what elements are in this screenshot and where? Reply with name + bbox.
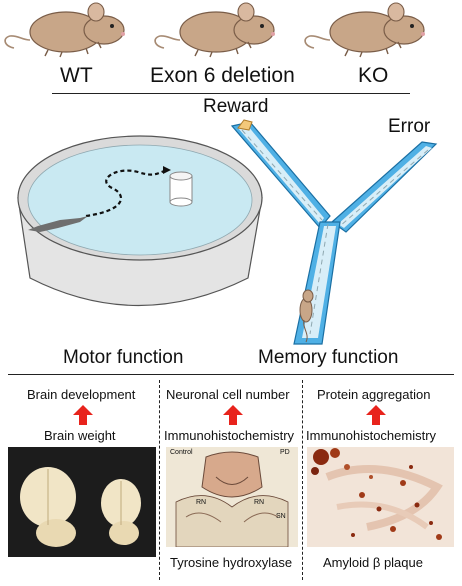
- caption-tyrosine-hydroxylase: Tyrosine hydroxylase: [170, 555, 293, 570]
- mouse-wt-icon: [4, 2, 125, 58]
- up-arrow-icon: [73, 405, 93, 425]
- mouse-figure: [4, 2, 125, 58]
- up-arrow-icon: [223, 405, 243, 425]
- top-divider: [52, 93, 410, 94]
- panel-method-ihc-1: Immunohistochemistry: [164, 428, 295, 443]
- panel-title-neuronal-cell-number: Neuronal cell number: [166, 387, 290, 402]
- genotype-label-exon6: Exon 6 deletion: [150, 64, 295, 87]
- water-maze-pool: [17, 135, 263, 307]
- reward-label: Reward: [203, 96, 269, 117]
- middle-divider: [8, 374, 454, 375]
- panel-method-brain-weight: Brain weight: [44, 428, 116, 443]
- micro-label-rn-left: RN: [196, 499, 207, 506]
- motor-function-label: Motor function: [63, 347, 184, 368]
- error-label: Error: [388, 116, 431, 137]
- brain-photo: [8, 447, 156, 557]
- caption-amyloid-plaque: Amyloid β plaque: [323, 555, 423, 570]
- mouse-ko-icon: [304, 2, 426, 58]
- panel-separator-1: [159, 380, 160, 580]
- amyloid-plaque-stain-photo: [307, 447, 454, 547]
- panel-title-brain-development: Brain development: [27, 387, 136, 402]
- genotype-label-wt: WT: [60, 64, 93, 87]
- panel-method-ihc-2: Immunohistochemistry: [306, 428, 437, 443]
- micro-label-rn-right: RN: [254, 499, 265, 506]
- tyrosine-hydroxylase-stain-photo: Control PD RN RN SN: [166, 447, 298, 547]
- genotype-label-ko: KO: [358, 64, 389, 87]
- up-arrow-icon: [366, 405, 386, 425]
- panel-separator-2: [302, 380, 303, 580]
- panel-title-protein-aggregation: Protein aggregation: [317, 387, 431, 402]
- micro-label-pd: PD: [280, 449, 290, 456]
- micro-label-control: Control: [170, 449, 193, 456]
- y-maze: [230, 119, 438, 345]
- micro-label-sn: SN: [276, 513, 286, 520]
- memory-function-label: Memory function: [258, 347, 399, 368]
